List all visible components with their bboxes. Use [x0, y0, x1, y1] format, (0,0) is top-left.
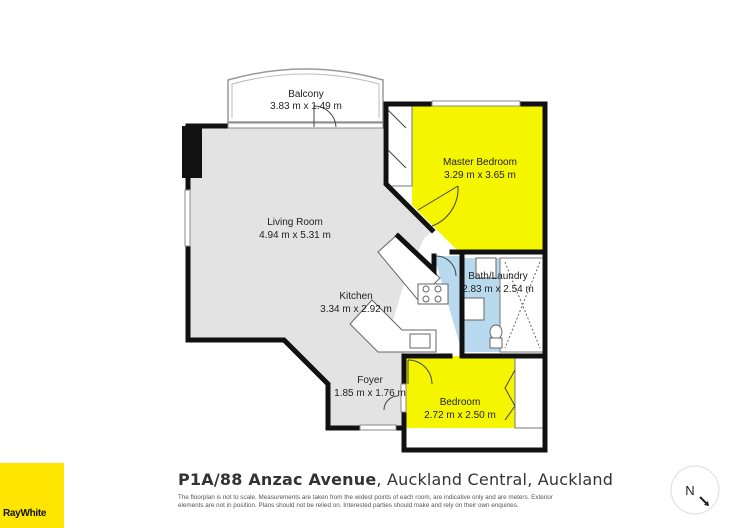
kitchen-label: Kitchen: [339, 291, 372, 302]
foyer-label: Foyer: [357, 375, 383, 386]
bedroom-dims: 2.72 m x 2.50 m: [424, 410, 496, 421]
bath-laundry-label: Bath/Laundry: [468, 271, 528, 282]
wall-column: [182, 126, 202, 178]
master-bedroom-floor: [412, 104, 545, 253]
bedroom-label: Bedroom: [440, 397, 481, 408]
raywhite-logo: RayWhite: [0, 463, 64, 528]
door-swings: [313, 105, 516, 421]
balcony-area: [227, 68, 384, 123]
north-arrow-icon: N: [670, 465, 720, 515]
compass-label: N: [685, 483, 694, 498]
address-suburb: , Auckland Central, Auckland: [376, 470, 614, 489]
wardrobe-strip: [385, 103, 413, 187]
balcony-label: Balcony: [288, 89, 324, 100]
windows: [184, 100, 521, 431]
property-address: P1A/88 Anzac Avenue, Auckland Central, A…: [178, 470, 613, 489]
bedroom-wardrobe: [514, 355, 546, 429]
kitchen-dims: 3.34 m x 2.92 m: [320, 304, 392, 315]
kitchen-counters: [349, 233, 449, 353]
brand-name: RayWhite: [3, 508, 47, 519]
master-bedroom-label: Master Bedroom: [443, 157, 517, 168]
foyer-dims: 1.85 m x 1.76 m: [334, 388, 406, 399]
address-street: P1A/88 Anzac Avenue: [178, 470, 377, 489]
bath-fixtures: [463, 257, 541, 349]
living-room-dims: 4.94 m x 5.31 m: [259, 230, 331, 241]
disclaimer-text: The floorplan is not to scale. Measureme…: [178, 494, 553, 509]
master-bedroom-dims: 3.29 m x 3.65 m: [444, 170, 516, 181]
living-room-label: Living Room: [267, 217, 323, 228]
floor-plan: Balcony 3.83 m x 1.49 m Master Bedroom 3…: [182, 68, 548, 453]
bedroom-floor: [404, 356, 515, 428]
balcony-dims: 3.83 m x 1.49 m: [270, 101, 342, 112]
bath-laundry-dims: 2.83 m x 2.54 m: [462, 284, 534, 295]
main-floor: [188, 126, 432, 428]
